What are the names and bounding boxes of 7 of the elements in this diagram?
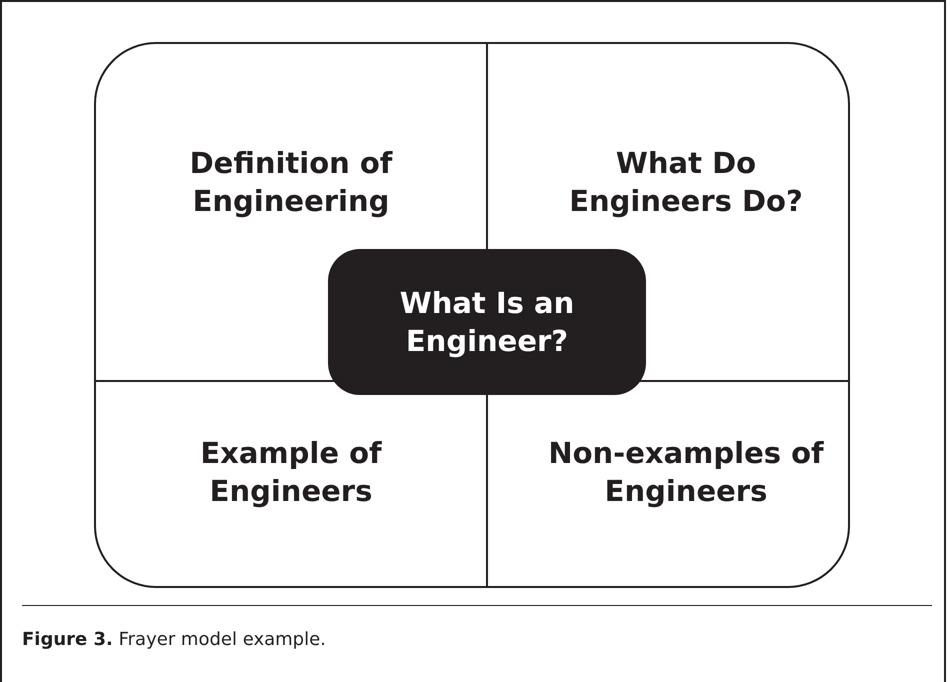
quadrant-heading: What Do Engineers Do? [556,144,816,220]
quadrant-heading: Non-examples of Engineers [521,434,851,510]
quadrant-heading: Definition of Engineering [126,144,456,220]
central-term-box: What Is an Engineer? [328,249,646,395]
figure-caption: Figure 3. Frayer model example. [22,629,326,650]
quadrant-heading: Example of Engineers [126,434,456,510]
frayer-chart-frame [94,42,850,588]
